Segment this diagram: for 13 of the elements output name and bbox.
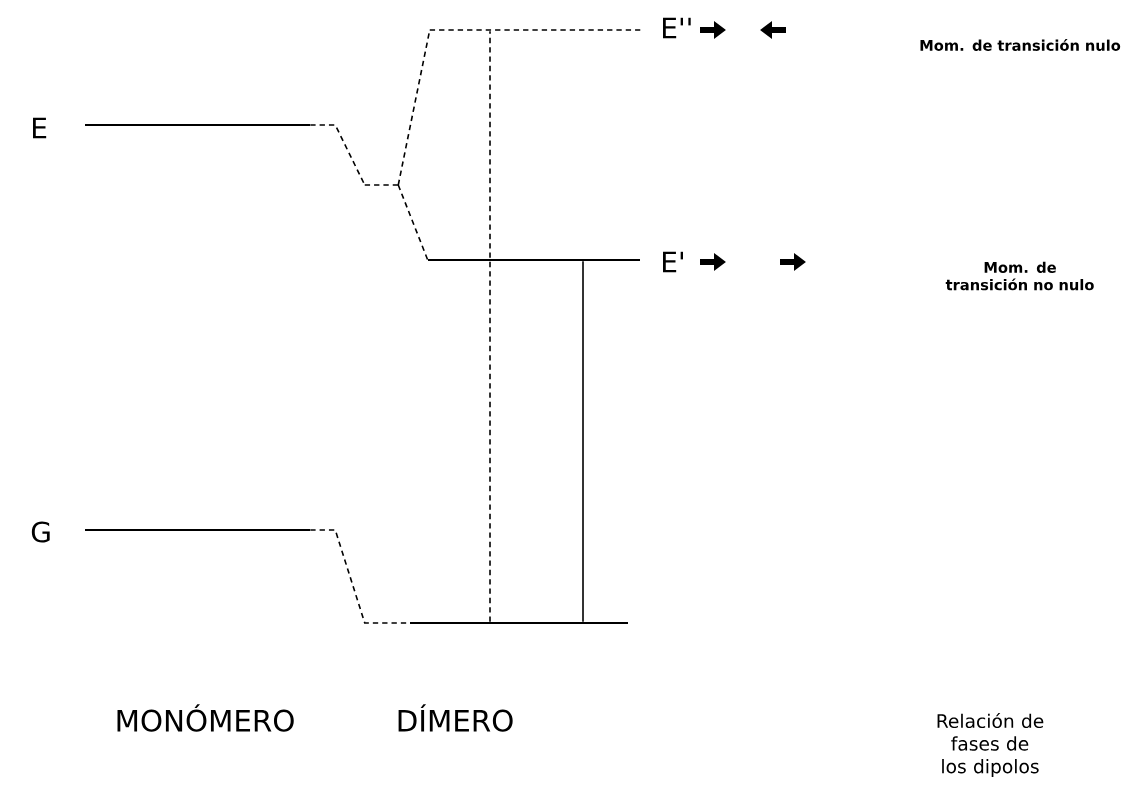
level-label: E' — [663, 251, 683, 273]
column-heading: MONÓMERO — [117, 704, 294, 732]
level-label: G — [31, 521, 50, 543]
correlation-line — [397, 184, 429, 261]
correlation-line — [309, 124, 366, 186]
level-label: E'' — [663, 17, 691, 39]
column-heading: DÍMERO — [398, 704, 513, 732]
transition-line — [582, 260, 584, 623]
note: Mom. de transición no nulo — [945, 261, 1094, 291]
transition-line — [489, 30, 491, 623]
note: Mom. de transición nulo — [920, 39, 1121, 51]
level-label: E — [33, 117, 47, 139]
column-heading: Relación de fases de los dipolos — [937, 712, 1044, 778]
